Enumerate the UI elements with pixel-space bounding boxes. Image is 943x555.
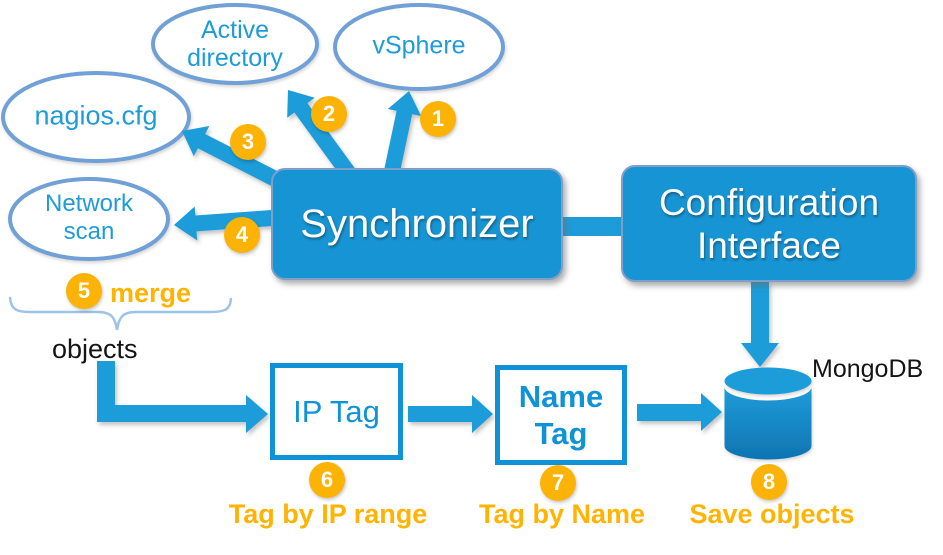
sync-config-connector: [556, 217, 628, 236]
active-directory-line2: directory: [187, 44, 283, 72]
step-badge-5: 5: [66, 273, 102, 309]
configuration-interface-line1: Configuration: [658, 181, 880, 223]
vsphere-ellipse: [333, 3, 505, 91]
nagios-text: nagios.cfg: [34, 100, 158, 131]
ip-tag-box: IP Tag: [270, 363, 403, 460]
step-badge-3: 3: [230, 124, 266, 160]
vsphere-text: vSphere: [372, 31, 466, 60]
step-7-number: 7: [551, 470, 565, 495]
nagios-label: nagios.cfg: [34, 101, 157, 132]
synchronizer-box: Synchronizer: [271, 168, 563, 280]
step-6-number: 6: [320, 467, 334, 492]
mongodb-label: MongoDB: [812, 355, 924, 383]
active-directory-ellipse: [151, 3, 319, 85]
arrow-objects-to-iptag: [97, 361, 268, 433]
vsphere-label: vSphere: [372, 32, 465, 61]
arrow-to-active-directory: [287, 90, 359, 183]
configuration-interface-box: Configuration Interface: [621, 165, 917, 282]
name-tag-line2: Tag: [534, 416, 588, 451]
step-1-number: 1: [431, 106, 445, 131]
network-scan-ellipse: [8, 177, 170, 261]
arrow-nametag-to-mongodb: [637, 393, 722, 431]
name-tag-box: Name Tag: [495, 365, 627, 465]
step-8-number: 8: [762, 469, 776, 494]
active-directory-label: Active directory: [187, 16, 283, 72]
step-badge-8: 8: [751, 464, 787, 500]
step-3-number: 3: [241, 129, 255, 154]
network-scan-line1: Network: [44, 190, 134, 217]
step-2-number: 2: [322, 101, 336, 126]
configuration-interface-line2: Interface: [697, 224, 841, 266]
active-directory-line1: Active: [200, 16, 270, 44]
save-objects-caption: Save objects: [689, 499, 855, 529]
step-badge-6: 6: [309, 462, 345, 498]
step-5-number: 5: [77, 278, 91, 303]
tag-by-ip-range-caption: Tag by IP range: [228, 499, 428, 529]
mongodb-icon: [724, 367, 812, 460]
arrow-to-vsphere: [383, 91, 422, 178]
arrow-config-to-mongodb: [741, 281, 779, 367]
merge-brace: [8, 296, 233, 331]
network-scan-line2: scan: [63, 218, 115, 245]
nagios-ellipse: [1, 71, 191, 163]
merge-caption: merge: [110, 278, 192, 308]
step-4-number: 4: [235, 222, 249, 247]
step-badge-1: 1: [420, 101, 456, 137]
synchronizer-label: Synchronizer: [300, 201, 534, 246]
step-badge-4: 4: [224, 217, 260, 253]
step-badge-7: 7: [540, 465, 576, 501]
tag-by-name-caption: Tag by Name: [478, 499, 646, 529]
network-scan-label: Network scan: [45, 190, 133, 246]
name-tag-line1: Name: [518, 379, 604, 414]
step-badge-2: 2: [311, 96, 347, 132]
ip-tag-label: IP Tag: [293, 393, 380, 429]
objects-label: objects: [52, 334, 138, 364]
arrow-iptag-to-nametag: [408, 395, 493, 433]
